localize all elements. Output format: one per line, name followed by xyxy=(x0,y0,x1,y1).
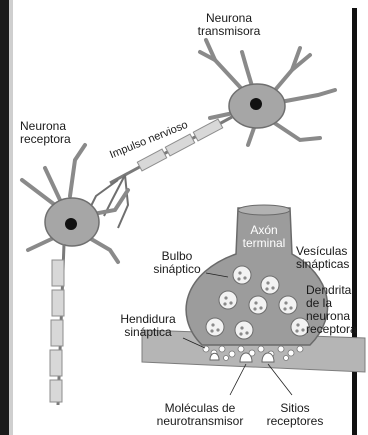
label-synaptic-vesicles: Vesículas sinápticas xyxy=(296,245,349,271)
left-page-edge xyxy=(0,0,9,435)
label-receiving-neuron: Neurona receptora xyxy=(20,120,71,146)
label-neurotransmitter-molecules: Moléculas de neurotransmisor xyxy=(150,402,250,428)
label-synaptic-bulb: Bulbo sináptico xyxy=(146,250,208,276)
receiving-axon xyxy=(50,244,64,405)
axon-terminal-cap xyxy=(238,205,290,215)
left-page-shadow xyxy=(9,0,13,435)
label-synaptic-cleft: Hendidura sináptica xyxy=(112,313,184,339)
label-receiving-dendrite: Dendrita de la neurona receptora xyxy=(306,284,357,336)
label-transmitting-neuron: Neurona transmisora xyxy=(188,12,270,38)
label-receptor-sites: Sitios receptores xyxy=(262,402,328,428)
label-axon-terminal: Axón terminal xyxy=(236,224,292,250)
receiving-neuron xyxy=(22,145,128,262)
receiving-nucleus xyxy=(65,218,77,230)
transmitting-nucleus xyxy=(250,98,262,110)
